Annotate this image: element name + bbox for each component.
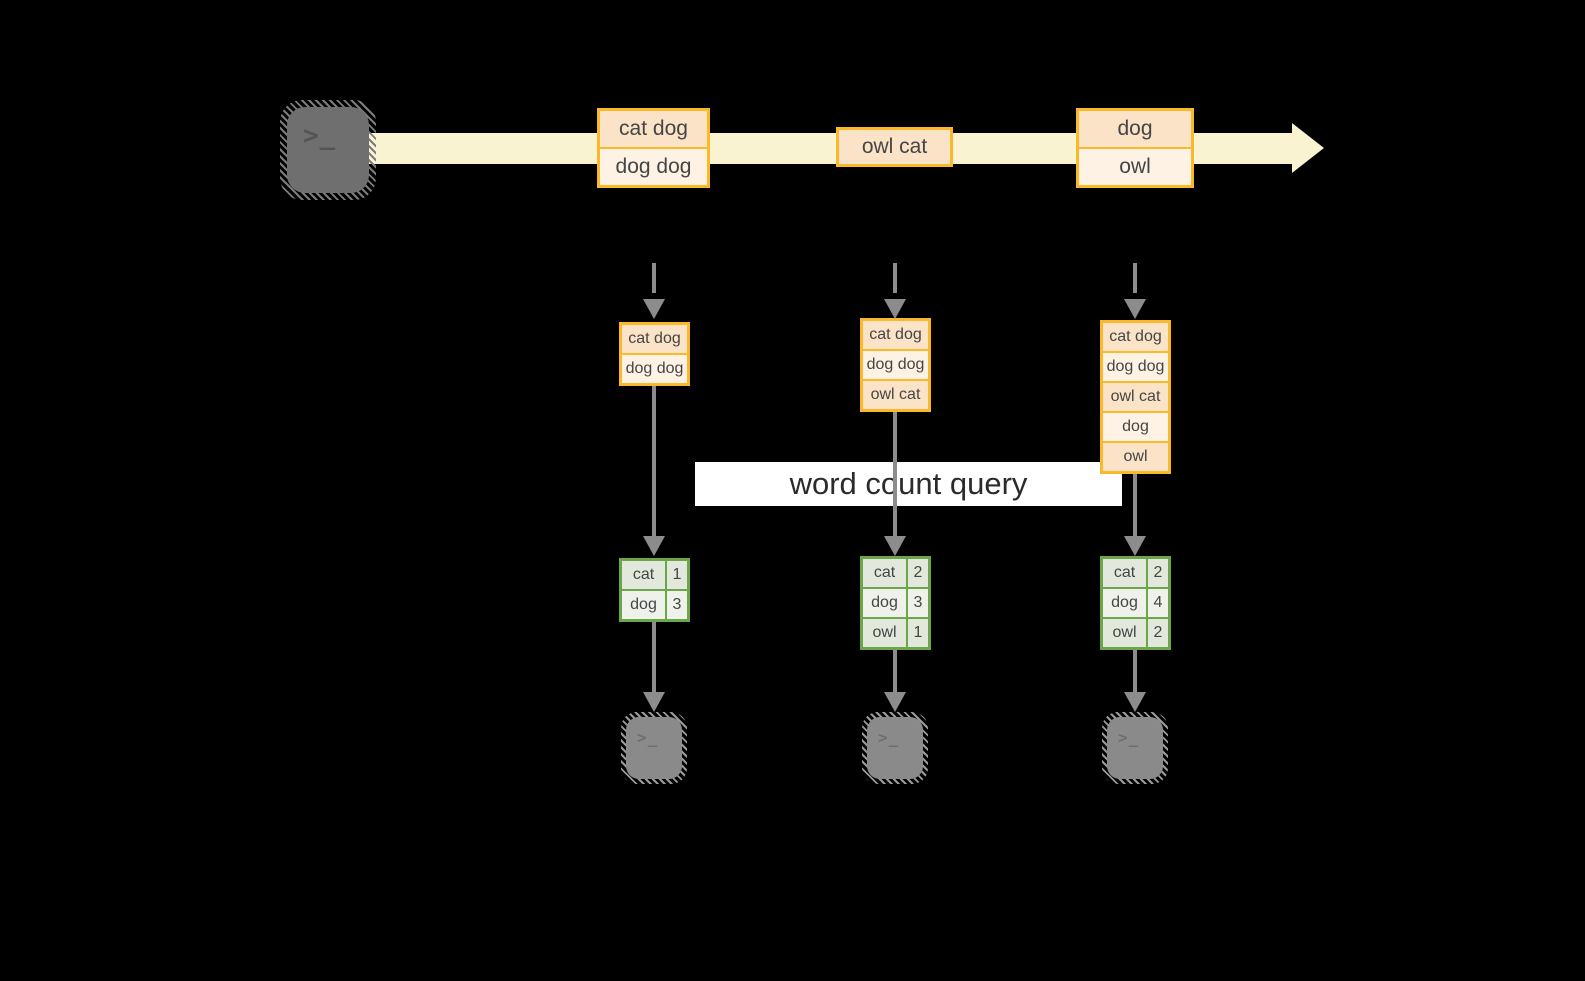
result-table-2: cat 2 dog 3 owl 1 — [860, 556, 931, 650]
input-row: cat dog — [1103, 323, 1168, 351]
result-word: owl — [1103, 619, 1146, 647]
batch-row: dog dog — [600, 147, 707, 185]
dashed-arrow-line — [652, 263, 656, 293]
arrow-line — [652, 386, 656, 538]
arrow-head-icon — [643, 536, 665, 556]
input-row: cat dog — [622, 325, 687, 353]
arrow-line — [1133, 650, 1137, 692]
input-row: owl cat — [1103, 381, 1168, 411]
input-table-2: cat dog dog dog owl cat — [860, 318, 931, 412]
batch-row: cat dog — [600, 111, 707, 147]
query-label: word count query — [789, 466, 1028, 501]
result-count: 1 — [908, 619, 928, 647]
dashed-arrow-line — [893, 263, 897, 293]
batch-row: owl cat — [839, 130, 950, 164]
batch-row: dog — [1079, 111, 1191, 147]
stream-arrowhead-icon — [1292, 123, 1324, 173]
input-row: dog dog — [1103, 351, 1168, 381]
result-word: dog — [863, 589, 906, 617]
stream-batch-1: cat dog dog dog — [597, 108, 710, 188]
stream-batch-3: dog owl — [1076, 108, 1194, 188]
arrow-line — [652, 622, 656, 692]
input-table-1: cat dog dog dog — [619, 322, 690, 386]
terminal-icon: >_ — [862, 712, 928, 784]
result-word: cat — [622, 561, 665, 589]
result-count: 2 — [1148, 559, 1168, 587]
arrow-head-icon — [1124, 536, 1146, 556]
result-count: 2 — [908, 559, 928, 587]
input-row: owl — [1103, 441, 1168, 471]
arrow-head-icon — [884, 536, 906, 556]
dashed-arrow-head-icon — [1124, 299, 1146, 319]
result-word: owl — [863, 619, 906, 647]
terminal-body: >_ — [626, 717, 682, 779]
arrow-head-icon — [1124, 692, 1146, 712]
input-row: dog dog — [863, 349, 928, 379]
result-word: cat — [1103, 559, 1146, 587]
terminal-icon: >_ — [280, 100, 376, 200]
input-row: dog — [1103, 411, 1168, 441]
input-row: cat dog — [863, 321, 928, 349]
dashed-arrow-head-icon — [884, 299, 906, 319]
arrow-line — [893, 650, 897, 692]
terminal-prompt-glyph: >_ — [878, 728, 900, 747]
input-row: owl cat — [863, 379, 928, 409]
arrow-head-icon — [643, 692, 665, 712]
result-table-1: cat 1 dog 3 — [619, 558, 690, 622]
terminal-prompt-glyph: >_ — [1118, 728, 1140, 747]
result-count: 4 — [1148, 589, 1168, 617]
terminal-body: >_ — [867, 717, 923, 779]
terminal-prompt-glyph: >_ — [637, 728, 659, 747]
result-word: dog — [622, 591, 665, 619]
terminal-icon: >_ — [621, 712, 687, 784]
query-label-box: word count query — [695, 462, 1122, 506]
result-count: 2 — [1148, 619, 1168, 647]
result-table-3: cat 2 dog 4 owl 2 — [1100, 556, 1171, 650]
dashed-arrow-line — [1133, 263, 1137, 293]
result-word: dog — [1103, 589, 1146, 617]
input-row: dog dog — [622, 353, 687, 383]
terminal-prompt-glyph: >_ — [303, 121, 337, 151]
dashed-arrow-head-icon — [643, 299, 665, 319]
result-count: 3 — [667, 591, 687, 619]
arrow-head-icon — [884, 692, 906, 712]
result-count: 1 — [667, 561, 687, 589]
arrow-line — [893, 412, 897, 538]
terminal-body: >_ — [287, 107, 369, 193]
batch-row: owl — [1079, 147, 1191, 185]
stream-batch-2: owl cat — [836, 127, 953, 167]
terminal-icon: >_ — [1102, 712, 1168, 784]
arrow-line — [1133, 474, 1137, 538]
terminal-body: >_ — [1107, 717, 1163, 779]
result-word: cat — [863, 559, 906, 587]
result-count: 3 — [908, 589, 928, 617]
input-table-3: cat dog dog dog owl cat dog owl — [1100, 320, 1171, 474]
